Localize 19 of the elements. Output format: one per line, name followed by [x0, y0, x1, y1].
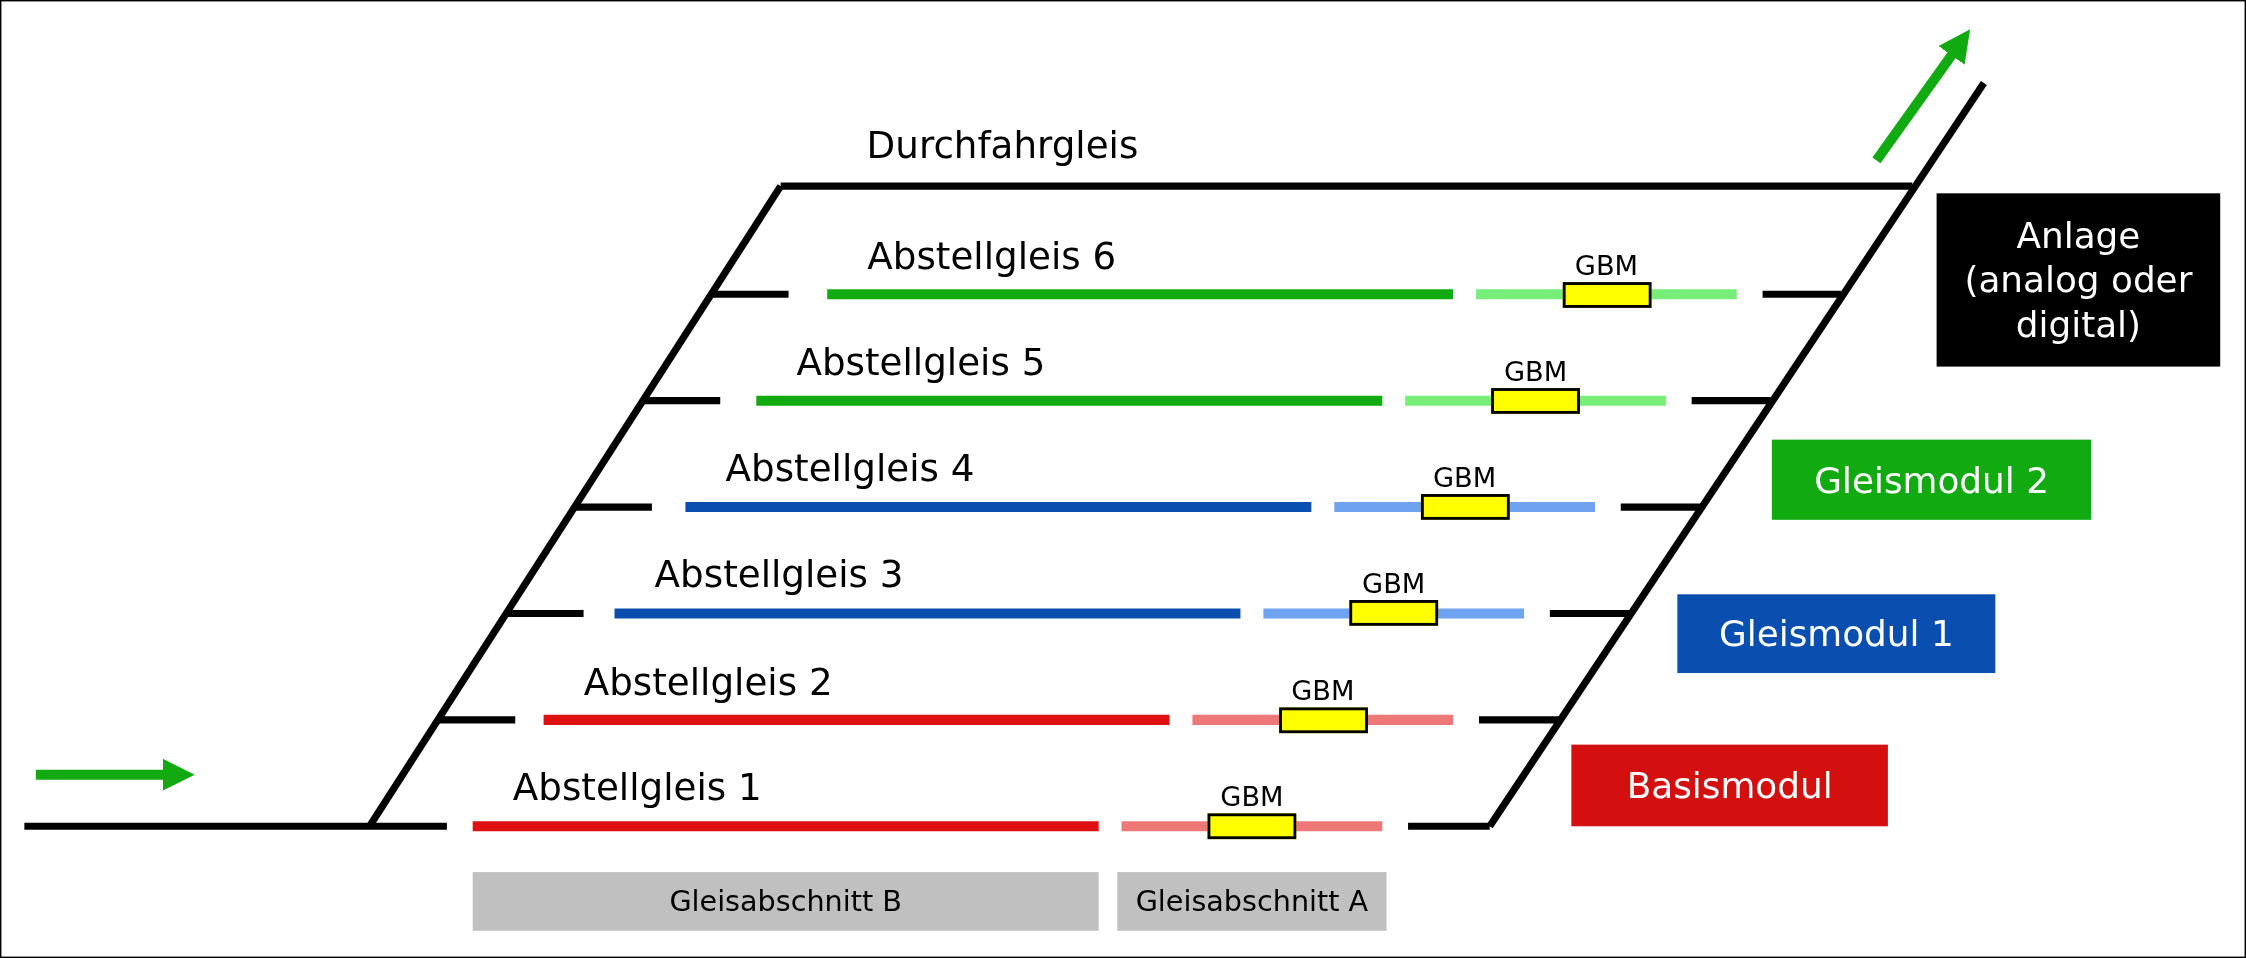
track-label: Abstellgleis 1	[512, 766, 762, 810]
section-box: Gleisabschnitt B	[472, 872, 1099, 931]
sensor-label: GBM	[1219, 779, 1285, 814]
section-box: Gleisabschnitt A	[1117, 872, 1387, 931]
track-label: Abstellgleis 6	[867, 234, 1117, 278]
track-label: Abstellgleis 3	[654, 553, 904, 597]
sensor-label: GBM	[1361, 566, 1427, 602]
sensor-label: GBM	[1502, 353, 1569, 389]
module-box: Basismodul	[1571, 744, 1888, 827]
system-box: Anlage (analog oder digital)	[1936, 193, 2221, 367]
track-label: Durchfahrgleis	[866, 123, 1139, 167]
track-label: Abstellgleis 4	[725, 446, 975, 490]
module-box: Gleismodul 1	[1677, 594, 1996, 674]
module-box: Gleismodul 2	[1771, 439, 2092, 520]
sensor-label: GBM	[1573, 247, 1640, 282]
sensor-label: GBM	[1290, 673, 1356, 708]
track-label: Abstellgleis 5	[796, 340, 1046, 384]
track-label: Abstellgleis 2	[583, 659, 833, 703]
sensor-label: GBM	[1432, 460, 1498, 495]
